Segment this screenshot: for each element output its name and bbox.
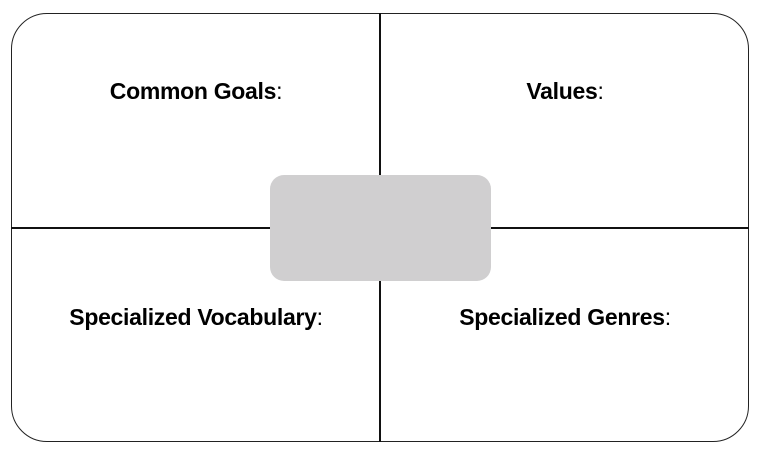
quadrant-label-specialized-genres: Specialized Genres: [459, 304, 671, 330]
quadrant-label-specialized-vocabulary: Specialized Vocabulary: [69, 304, 323, 330]
quadrant-label-common-goals: Common Goals: [109, 78, 283, 104]
center-box [270, 175, 491, 281]
quadrant-label-values: Values: [526, 78, 604, 104]
